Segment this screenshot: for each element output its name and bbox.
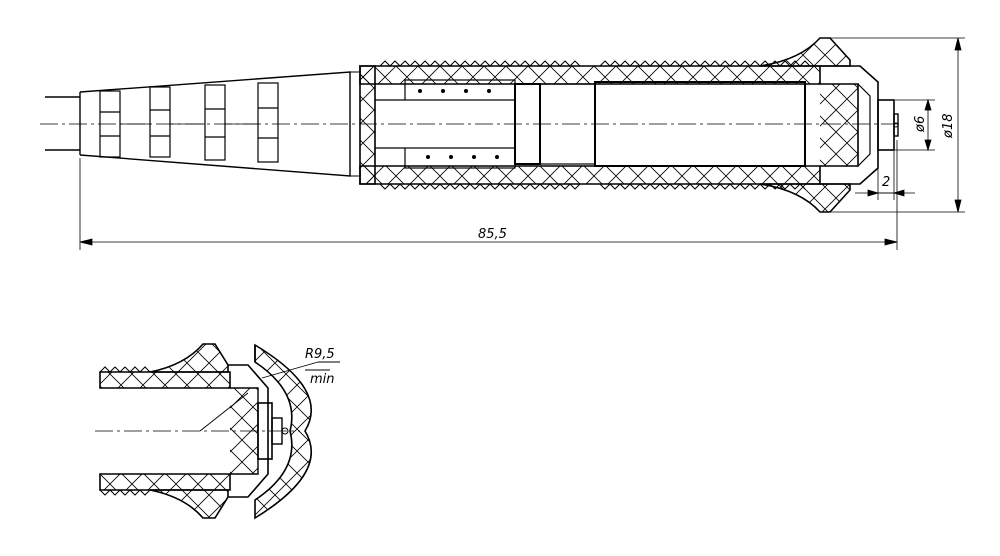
front-collar [759, 37, 879, 213]
radius-note-label: min [310, 372, 335, 387]
overall-length-label: 85,5 [478, 227, 507, 242]
ferrule-tip [877, 99, 899, 151]
inner-diameter-label: ø6 [913, 116, 928, 133]
radius-label: R9,5 [305, 347, 335, 362]
outer-diameter-label: ø18 [941, 114, 956, 140]
offset-label: 2 [882, 175, 890, 190]
dimensions-main [79, 37, 965, 250]
main-view [40, 37, 900, 213]
cable [45, 96, 80, 151]
detail-view [95, 343, 340, 520]
